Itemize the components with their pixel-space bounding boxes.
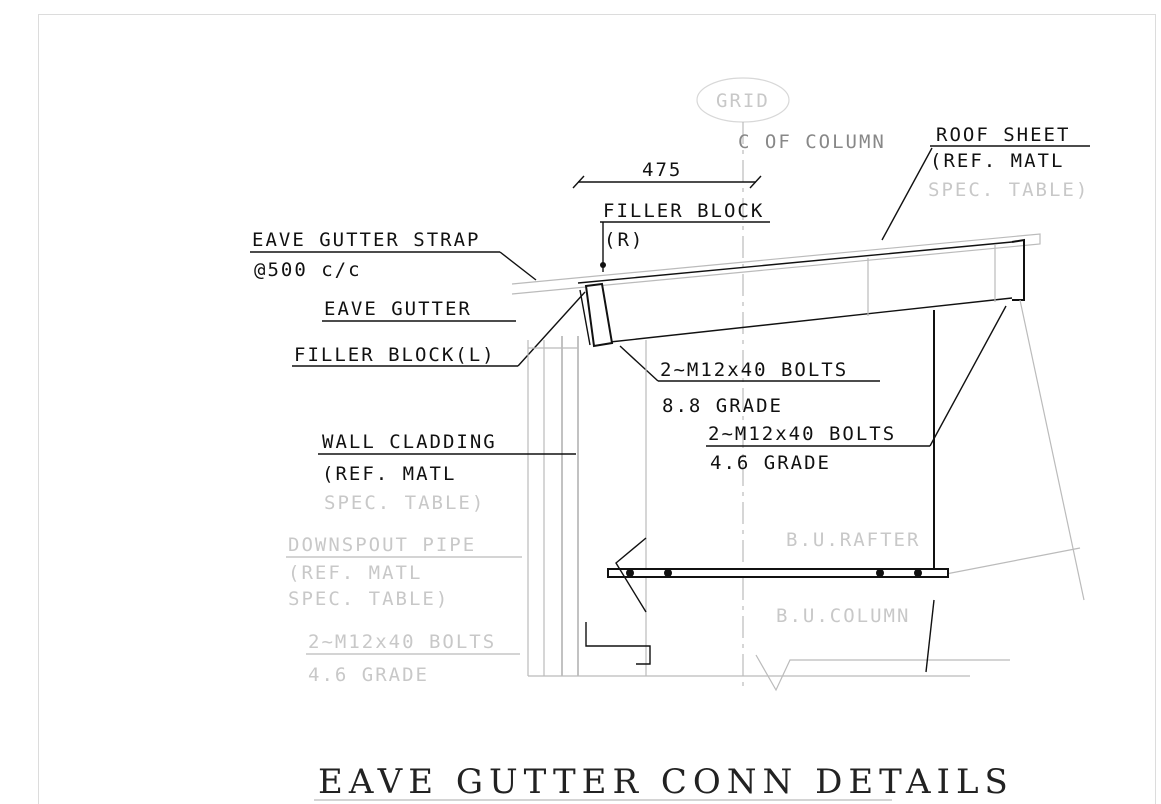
gutter-strap-spacing: @500 c/c — [254, 259, 362, 281]
rafter-bottom-flange — [609, 297, 1013, 343]
downspout-spec: SPEC. TABLE) — [288, 588, 449, 610]
filler-block-top-sub: (R) — [604, 229, 644, 251]
wall-cladding-ref: (REF. MATL — [322, 463, 456, 485]
bolts-bottom-leader — [585, 622, 651, 665]
drawing-title: EAVE GUTTER CONN DETAILS — [318, 762, 1014, 802]
bu-rafter-label: B.U.RAFTER — [786, 529, 920, 551]
bolts-right-grade: 4.6 GRADE — [710, 452, 831, 474]
filler-block-left-label: FILLER BLOCK(L) — [294, 344, 496, 366]
gutter-strap-label: EAVE GUTTER STRAP — [252, 229, 480, 251]
plate-bolt-1 — [626, 569, 634, 577]
break-line — [755, 654, 1010, 692]
bolts-bottom-label: 2~M12x40 BOLTS — [308, 631, 496, 653]
bu-column-leader — [925, 599, 935, 673]
plate-bolt-4 — [914, 569, 922, 577]
bolts-right-label: 2~M12x40 BOLTS — [708, 423, 896, 445]
plate-bolt-2 — [664, 569, 672, 577]
filler-block-top-label: FILLER BLOCK — [603, 200, 764, 222]
dimension-tick-right — [749, 175, 762, 189]
wall-cladding-spec: SPEC. TABLE) — [324, 492, 485, 514]
bolts-8-8-label: 2~M12x40 BOLTS — [660, 359, 848, 381]
roof-sheet-label-1: ROOF SHEET — [936, 124, 1070, 146]
roof-sheet-top — [511, 233, 1041, 295]
roof-sheet-label-3: SPEC. TABLE) — [928, 179, 1089, 201]
filler-block-left-leader — [517, 291, 586, 367]
roof-sheet-label-2: (REF. MATL — [930, 150, 1064, 172]
grid-label: GRID — [716, 90, 770, 112]
eave-gutter-label: EAVE GUTTER — [324, 298, 472, 320]
eave-end-cap — [1011, 238, 1025, 301]
bolts-8-8-grade: 8.8 GRADE — [662, 395, 783, 417]
plate-bolt-3 — [876, 569, 884, 577]
filler-block-left-shape — [584, 282, 614, 348]
rafter-lower-line — [945, 547, 1081, 575]
downspout-ref: (REF. MATL — [288, 562, 422, 584]
bolts-8-8-leader — [619, 345, 659, 382]
roof-sheet-leader — [881, 147, 933, 241]
dimension-tick-left — [572, 175, 585, 189]
plate-break — [615, 537, 647, 613]
downspout-label: DOWNSPOUT PIPE — [288, 534, 476, 556]
filler-block-inner — [579, 289, 591, 346]
drawing-frame — [38, 14, 1156, 804]
column-centerline-label: C OF COLUMN — [738, 131, 886, 153]
filler-block-top-bolt — [600, 262, 606, 268]
dimension-value: 475 — [642, 159, 682, 181]
wall-line-6 — [1019, 299, 1085, 601]
bolts-bottom-grade: 4.6 GRADE — [308, 664, 429, 686]
base-plate — [607, 568, 949, 578]
bolts-right-leader — [929, 305, 1007, 447]
roof-sheet-line — [577, 241, 1013, 284]
gutter-strap-leader — [499, 251, 537, 281]
bu-column-label: B.U.COLUMN — [776, 605, 910, 627]
wall-cladding-label: WALL CLADDING — [322, 431, 497, 453]
